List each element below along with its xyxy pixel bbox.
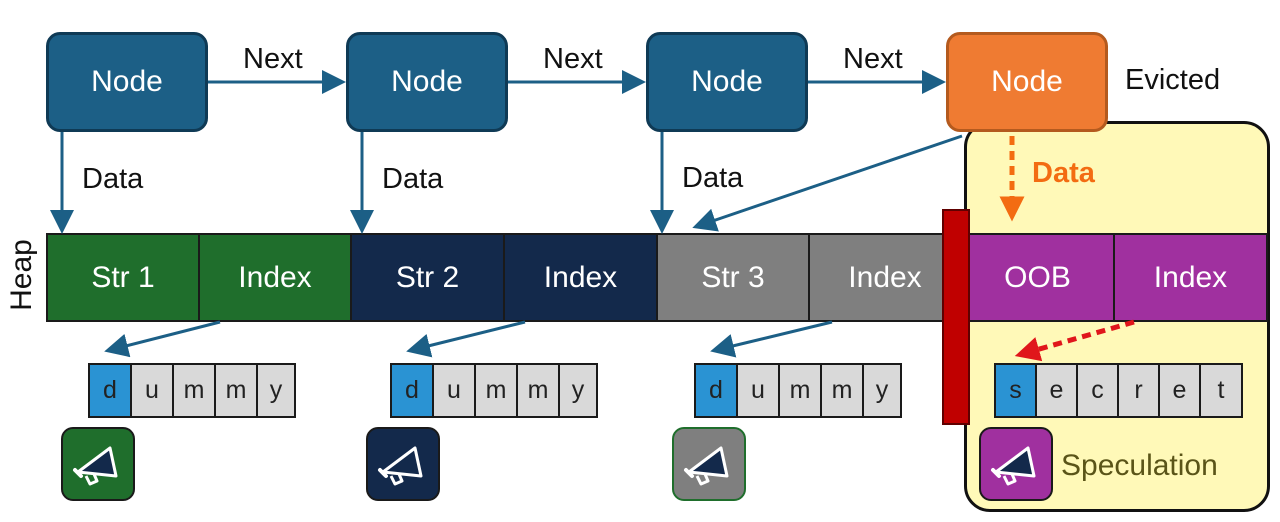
speculation-label: Speculation	[1061, 449, 1218, 482]
string-3-char: y	[862, 363, 902, 418]
heap-cell-label: Index	[543, 260, 618, 294]
heap-label: Heap	[5, 239, 38, 311]
string-1-char: m	[214, 363, 258, 418]
megaphone-icon	[73, 446, 118, 486]
secret-char: t	[1199, 363, 1243, 418]
node-2: Node	[346, 32, 508, 132]
node-label: Node	[391, 65, 463, 98]
megaphone-icon	[366, 427, 440, 501]
evicted-label: Evicted	[1125, 64, 1221, 96]
heap-cell-label: Str 2	[395, 260, 460, 294]
secret-char: e	[1035, 363, 1078, 418]
node-label: Node	[91, 65, 163, 98]
heap-cell-index-oob: Index	[1113, 233, 1268, 322]
node-label: Node	[991, 65, 1063, 98]
megaphone-icon	[991, 446, 1036, 486]
heap-cell-label: Str 1	[91, 260, 155, 294]
data-label-3: Data	[682, 162, 744, 194]
node-1: Node	[46, 32, 208, 132]
speculative-data-label: Data	[1032, 157, 1095, 189]
data-label-1: Data	[82, 163, 144, 195]
node-evicted: Node	[946, 32, 1108, 132]
index-arrow	[710, 320, 833, 358]
heap-cell-label: Index	[848, 260, 922, 294]
string-2-char: d	[390, 363, 434, 418]
heap-cell-index-2: Index	[503, 233, 658, 322]
node-label: Node	[691, 65, 763, 98]
heap-cell-index-3: Index	[808, 233, 962, 322]
string-1-char: u	[130, 363, 174, 418]
heap-cell-oob: OOB	[960, 233, 1115, 322]
secret-char: r	[1117, 363, 1160, 418]
string-1-char: y	[256, 363, 296, 418]
next-label-2: Next	[543, 43, 603, 75]
heap-cell-label: OOB	[1004, 260, 1071, 294]
heap-cell-str-3: Str 3	[656, 233, 810, 322]
heap-cell-str-1: Str 1	[46, 233, 200, 322]
next-label-1: Next	[243, 43, 303, 75]
next-label-3: Next	[843, 43, 903, 75]
node-3: Node	[646, 32, 808, 132]
string-3-char: m	[820, 363, 864, 418]
heap-cell-label: Str 3	[701, 260, 765, 294]
megaphone-icon	[672, 427, 746, 501]
string-3-char: d	[694, 363, 738, 418]
secret-char: c	[1076, 363, 1119, 418]
heap-cell-str-2: Str 2	[350, 233, 505, 322]
bounds-check-barrier	[942, 209, 970, 425]
heap-cell-label: Index	[1153, 260, 1228, 294]
megaphone-icon	[378, 446, 423, 486]
megaphone-icon	[979, 427, 1053, 501]
string-2-char: m	[474, 363, 518, 418]
string-3-char: m	[778, 363, 822, 418]
heap-cell-label: Index	[238, 260, 312, 294]
index-arrow	[104, 320, 221, 358]
data-label-2: Data	[382, 163, 444, 195]
string-3-char: u	[736, 363, 780, 418]
index-arrow	[406, 320, 526, 358]
heap-cell-index-1: Index	[198, 233, 352, 322]
string-1-char: m	[172, 363, 216, 418]
string-2-char: y	[558, 363, 598, 418]
string-2-char: u	[432, 363, 476, 418]
string-2-char: m	[516, 363, 560, 418]
megaphone-icon	[61, 427, 135, 501]
secret-char: s	[994, 363, 1037, 418]
megaphone-icon	[684, 446, 729, 486]
string-1-char: d	[88, 363, 132, 418]
secret-char: e	[1158, 363, 1201, 418]
